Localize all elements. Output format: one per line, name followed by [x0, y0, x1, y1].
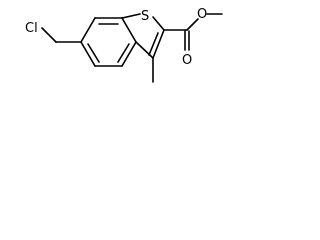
bond-c7-c6	[80, 17, 96, 43]
atom-carbonyl-oxygen: O	[182, 53, 192, 68]
bond-cl-ch2	[41, 27, 57, 43]
bond-c4-c3a	[121, 41, 137, 67]
bond-c2-c3	[152, 29, 165, 59]
bond-c6-c5	[80, 41, 96, 67]
bond-carbonyl-ester-o	[186, 18, 199, 31]
bond-c2-c3-inner	[148, 32, 159, 56]
bond-c4-c3a-inner	[117, 43, 130, 63]
bond-s-c2	[152, 16, 165, 31]
atom-chlorine: Cl	[25, 21, 38, 36]
bond-c3-c3a	[135, 41, 154, 59]
bond-c7a-s	[121, 13, 141, 19]
atom-ester-oxygen: O	[197, 7, 207, 22]
molecule-diagram: Cl S O O	[25, 7, 223, 83]
atom-sulfur: S	[141, 9, 149, 24]
bond-c3a-c7a	[121, 17, 137, 43]
bond-c6-c5-inner	[87, 43, 100, 63]
